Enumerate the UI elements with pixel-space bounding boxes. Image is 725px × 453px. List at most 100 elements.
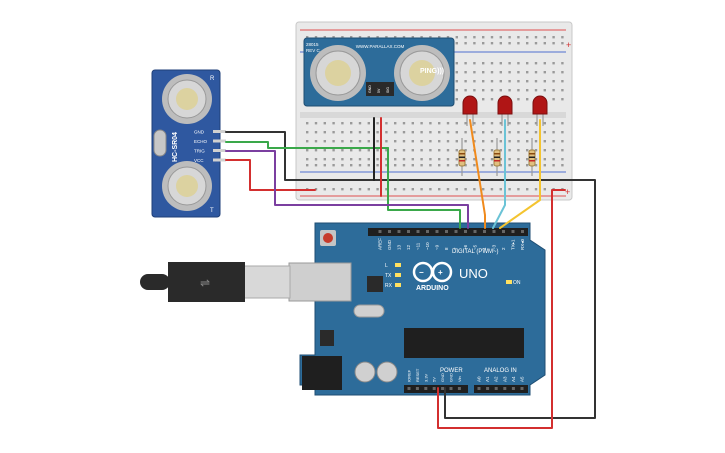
digital-pin-label: AREF xyxy=(378,238,383,250)
rail-hole xyxy=(543,36,546,39)
breadboard-hole xyxy=(526,122,529,125)
wire-vcc-red xyxy=(225,159,316,191)
breadboard-hole xyxy=(438,158,441,161)
breadboard-hole xyxy=(411,122,414,125)
digital-pin-socket xyxy=(454,230,458,233)
breadboard-hole xyxy=(473,140,476,143)
rail-hole xyxy=(429,36,432,39)
breadboard-hole xyxy=(526,158,529,161)
breadboard-hole xyxy=(508,131,511,134)
breadboard-hole xyxy=(534,158,538,161)
breadboard-hole xyxy=(464,62,467,65)
breadboard-hole xyxy=(508,122,511,125)
breadboard-hole xyxy=(561,62,564,65)
hcsr04-pin-label: TRIG xyxy=(194,149,205,154)
breadboard-hole xyxy=(341,131,344,134)
breadboard-hole xyxy=(455,98,458,101)
rail-hole xyxy=(464,42,467,45)
breadboard-hole xyxy=(517,98,520,101)
breadboard-hole xyxy=(508,62,511,65)
hcsr04-transducer-top xyxy=(167,79,207,119)
power-pin-label: IOREF xyxy=(407,369,412,382)
rail-hole xyxy=(323,36,326,39)
breadboard-hole xyxy=(543,131,546,134)
onboard-led-label: TX xyxy=(385,273,392,279)
breadboard-hole xyxy=(394,149,397,152)
rail-hole xyxy=(429,188,432,191)
breadboard-hole xyxy=(446,140,450,143)
rail-hole xyxy=(455,42,458,45)
breadboard-hole xyxy=(526,149,529,152)
ping-part: 28015 xyxy=(306,42,319,47)
breadboard-hole xyxy=(552,122,555,125)
resistor-band xyxy=(459,160,465,162)
breadboard-hole xyxy=(376,122,379,125)
rail-hole xyxy=(402,164,406,167)
rail-hole xyxy=(402,36,406,39)
breadboard-hole xyxy=(490,131,494,134)
breadboard-hole xyxy=(517,131,520,134)
analog-pin-socket xyxy=(520,387,524,390)
breadboard-hole xyxy=(561,71,564,74)
breadboard-hole xyxy=(473,158,476,161)
analog-pin-label: A3 xyxy=(502,376,507,382)
usb-plug-metal xyxy=(239,265,291,299)
led-array xyxy=(462,95,548,126)
breadboard-hole xyxy=(534,80,538,83)
breadboard-hole xyxy=(314,131,318,134)
breadboard-hole xyxy=(526,131,529,134)
hcsr04-pin-label: GND xyxy=(194,130,205,135)
breadboard-hole xyxy=(508,149,511,152)
analog-header xyxy=(474,385,528,393)
hcsr04-pin-label: VCC xyxy=(194,158,204,163)
breadboard-hole xyxy=(473,89,476,92)
breadboard-hole xyxy=(561,158,564,161)
rail-hole xyxy=(394,164,397,167)
power-pin-label: RESET xyxy=(415,368,420,382)
breadboard-hole xyxy=(517,80,520,83)
wire-cyan xyxy=(492,119,506,229)
breadboard-hole xyxy=(367,158,370,161)
power-header-label: POWER xyxy=(440,368,463,374)
rail-hole xyxy=(306,36,309,39)
onboard-led xyxy=(395,273,401,277)
breadboard-hole xyxy=(473,71,476,74)
rail-hole xyxy=(473,42,476,45)
breadboard-hole xyxy=(482,158,485,161)
wire-echo-purple xyxy=(225,150,469,229)
reset-button[interactable] xyxy=(323,233,333,243)
rail-hole xyxy=(499,42,502,45)
breadboard-hole xyxy=(420,140,423,143)
rail-hole xyxy=(367,188,370,191)
analog-pin-socket xyxy=(494,387,498,390)
resistor-band xyxy=(494,156,500,158)
wire-trig-green-to-arduino xyxy=(387,147,461,229)
breadboard-hole xyxy=(429,131,432,134)
breadboard-hole xyxy=(394,122,397,125)
rail-hole xyxy=(446,36,450,39)
breadboard-hole xyxy=(526,140,529,143)
breadboard-hole xyxy=(385,158,388,161)
breadboard-hole xyxy=(455,149,458,152)
breadboard-hole xyxy=(323,149,326,152)
rail-hole xyxy=(499,36,502,39)
breadboard-hole xyxy=(429,122,432,125)
capacitor-1 xyxy=(354,361,376,383)
rail-hole xyxy=(455,188,458,191)
breadboard-hole xyxy=(482,80,485,83)
breadboard-hole xyxy=(508,158,511,161)
rail-hole xyxy=(464,164,467,167)
power-pin-socket xyxy=(449,387,453,390)
breadboard-hole xyxy=(402,158,406,161)
rail-hole xyxy=(526,188,529,191)
ping-rev: REV C xyxy=(306,48,321,53)
breadboard-hole xyxy=(350,140,353,143)
breadboard-hole xyxy=(455,80,458,83)
resistor-array xyxy=(458,138,536,176)
digital-pin-socket xyxy=(511,230,515,233)
breadboard-hole xyxy=(358,122,362,125)
breadboard-hole xyxy=(526,71,529,74)
